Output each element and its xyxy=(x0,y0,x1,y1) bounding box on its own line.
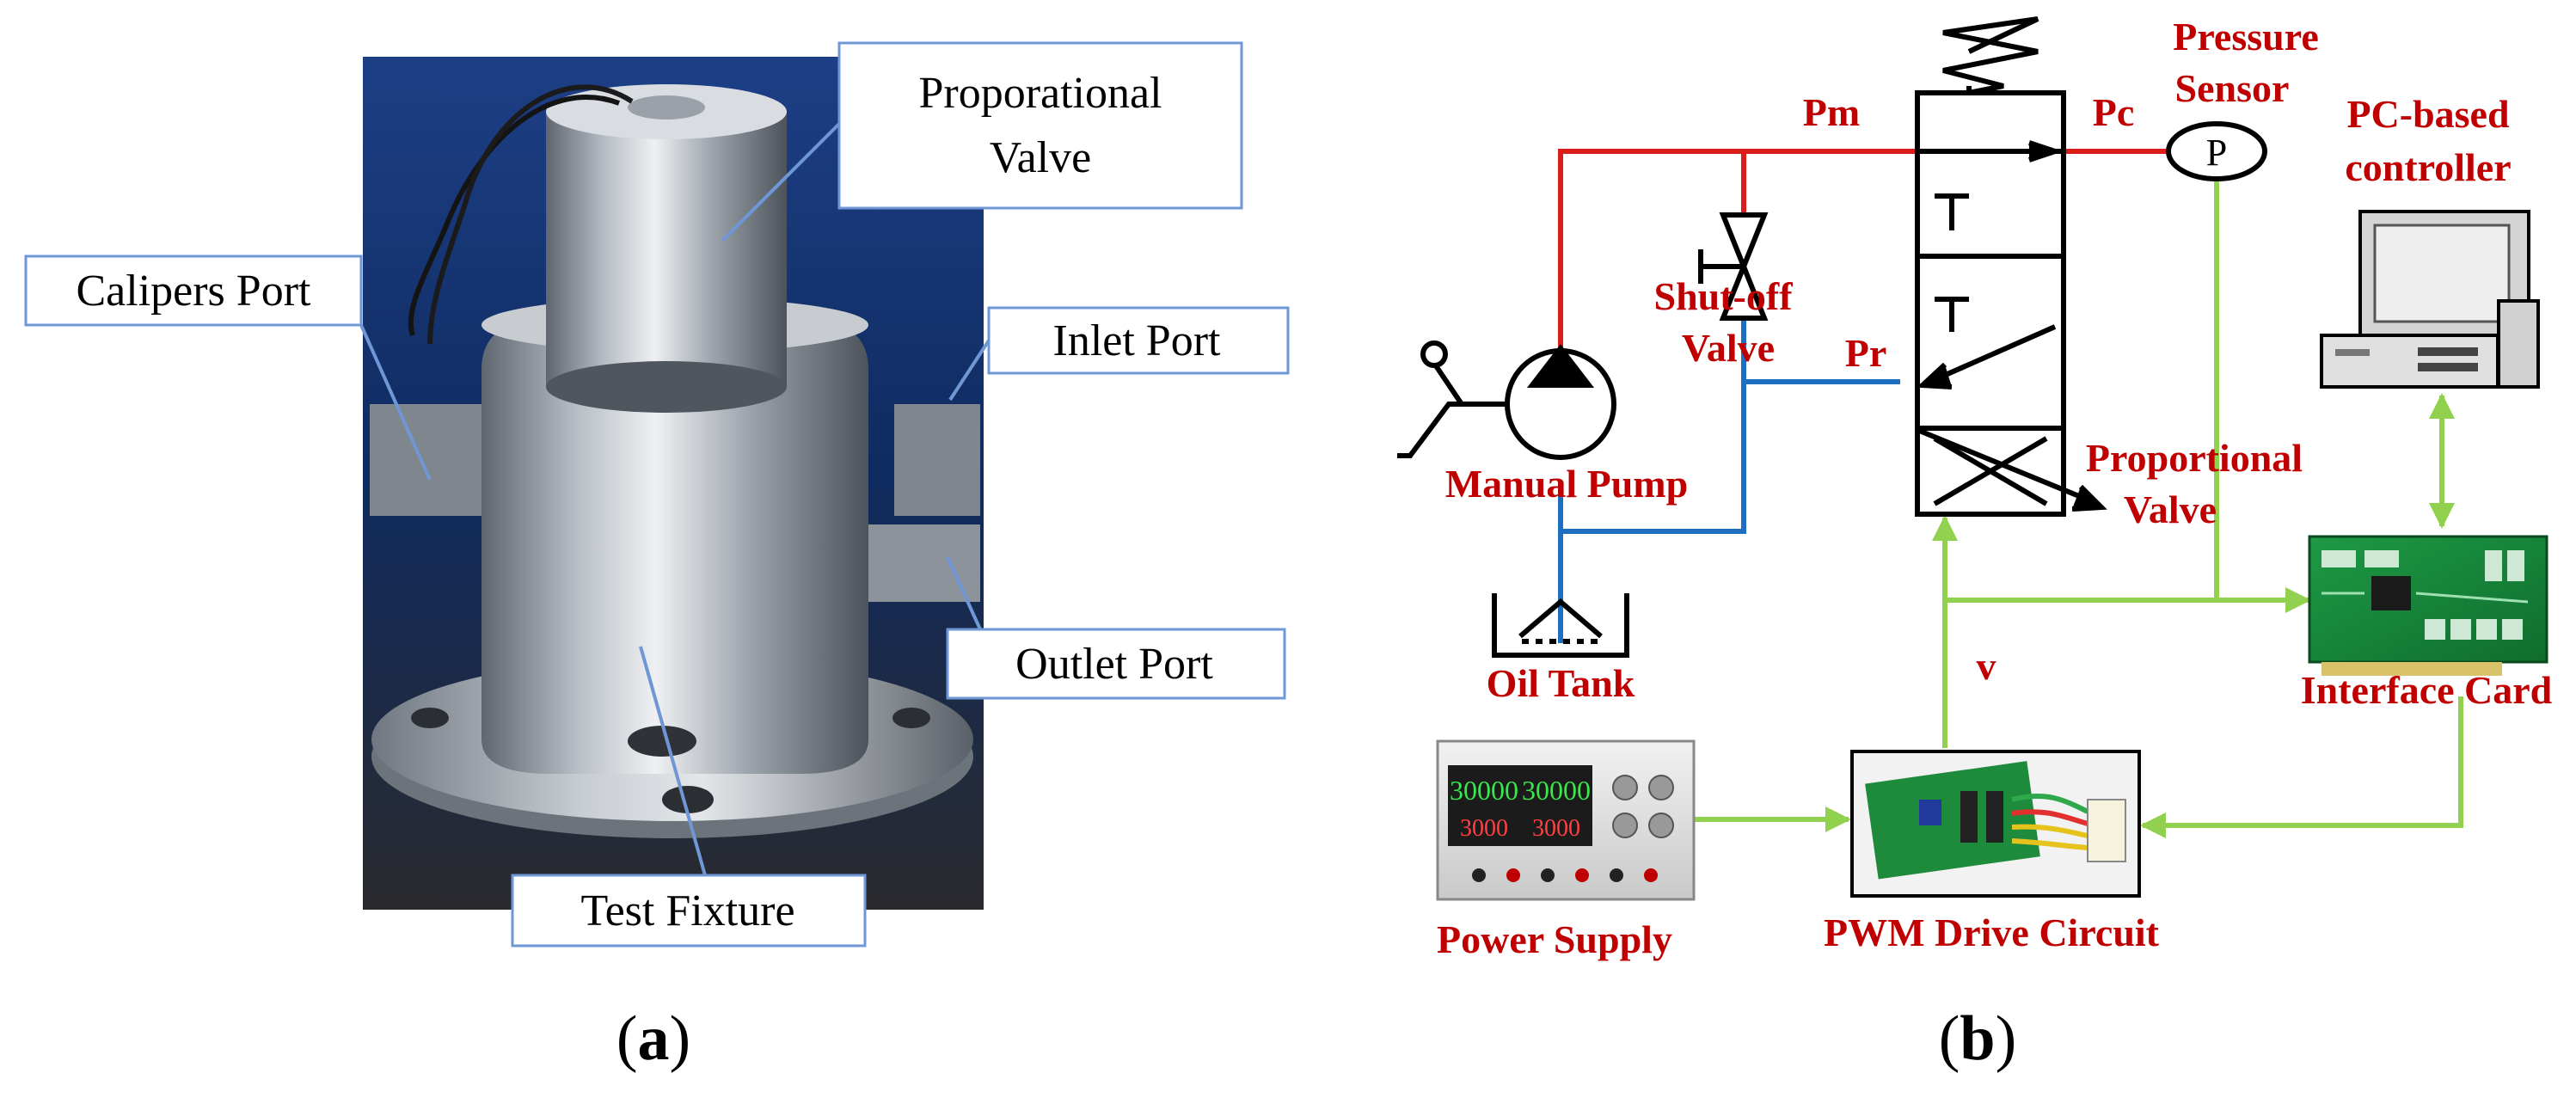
shutoff-valve-label-1: Shut-off xyxy=(1653,274,1793,318)
proportional-valve-symbol xyxy=(1915,16,2107,517)
callout-proportional-valve: Proporational Valve xyxy=(721,41,1243,242)
oil-tank-label: Oil Tank xyxy=(1487,661,1635,705)
caption-a-open: ( xyxy=(616,1003,638,1074)
proportional-valve-label-2: Valve xyxy=(2124,488,2217,531)
callout-calipers-port: Calipers Port xyxy=(24,255,432,481)
caption-b: (b) xyxy=(1939,1003,2016,1074)
pc-based-label-2: controller xyxy=(2345,145,2511,189)
signal-lines xyxy=(1692,176,2463,838)
caption-b-letter: b xyxy=(1960,1003,1995,1074)
svg-text:(a): (a) xyxy=(616,1003,690,1074)
ps-display-4: 3000 xyxy=(1532,815,1580,842)
callout-outlet-port: Outlet Port xyxy=(946,556,1286,700)
test-fixture-label: Test Fixture xyxy=(580,886,794,935)
pwm-drive-circuit-label: PWM Drive Circuit xyxy=(1824,911,2160,954)
pressure-sensor-label-2: Sensor xyxy=(2175,66,2290,110)
pressure-sensor-label-1: Pressure xyxy=(2173,15,2319,58)
panel-b: P xyxy=(1397,15,2553,1074)
shutoff-valve-label-2: Valve xyxy=(1682,326,1775,370)
svg-text:(b): (b) xyxy=(1939,1003,2016,1074)
pc-computer-icon xyxy=(2320,210,2540,389)
callout-inlet-port: Inlet Port xyxy=(948,306,1290,402)
caption-a-letter: a xyxy=(638,1003,670,1074)
return-lines xyxy=(1558,318,1900,643)
interface-card-icon xyxy=(2308,535,2548,676)
valve-label: Valve xyxy=(990,133,1091,182)
pressure-sensor-symbol: P xyxy=(2166,121,2267,181)
oil-tank-symbol xyxy=(1492,593,1629,658)
caption-b-close: ) xyxy=(1996,1003,2017,1074)
pm-label: Pm xyxy=(1803,90,1860,134)
inlet-port-label: Inlet Port xyxy=(1053,316,1222,365)
pwm-drive-circuit-icon xyxy=(1850,750,2141,898)
callout-test-fixture: Test Fixture xyxy=(511,646,867,947)
p-symbol: P xyxy=(2206,132,2227,174)
v-label: v xyxy=(1977,644,1996,688)
ps-display-1: 30000 xyxy=(1450,775,1518,806)
panel-b-labels: Pm Pc Pr v Pressure Sensor PC-based cont… xyxy=(1437,15,2553,961)
ps-display-2: 30000 xyxy=(1522,775,1591,806)
ps-display-3: 3000 xyxy=(1460,815,1508,842)
proporational-label: Proporational xyxy=(918,69,1162,118)
calipers-port-label: Calipers Port xyxy=(77,267,312,316)
caption-a: (a) xyxy=(616,1003,690,1074)
pc-based-label-1: PC-based xyxy=(2346,92,2510,136)
manual-pump-label: Manual Pump xyxy=(1445,462,1688,506)
manual-pump-symbol xyxy=(1397,340,1616,460)
interface-card-label: Interface Card xyxy=(2301,668,2553,712)
caption-a-close: ) xyxy=(670,1003,691,1074)
pressure-lines xyxy=(1558,149,2167,430)
caption-b-open: ( xyxy=(1939,1003,1960,1074)
panel-a: Proporational Valve Calipers Port Inlet … xyxy=(24,41,1290,1074)
pc-label: Pc xyxy=(2093,90,2135,134)
shutoff-valve-symbol xyxy=(1698,212,1769,321)
power-supply-label: Power Supply xyxy=(1437,917,1672,961)
power-supply-icon: 30000 30000 3000 3000 xyxy=(1436,739,1696,901)
pr-label: Pr xyxy=(1845,331,1887,375)
outlet-port-label: Outlet Port xyxy=(1015,640,1213,689)
proportional-valve-label-1: Proportional xyxy=(2086,436,2303,480)
